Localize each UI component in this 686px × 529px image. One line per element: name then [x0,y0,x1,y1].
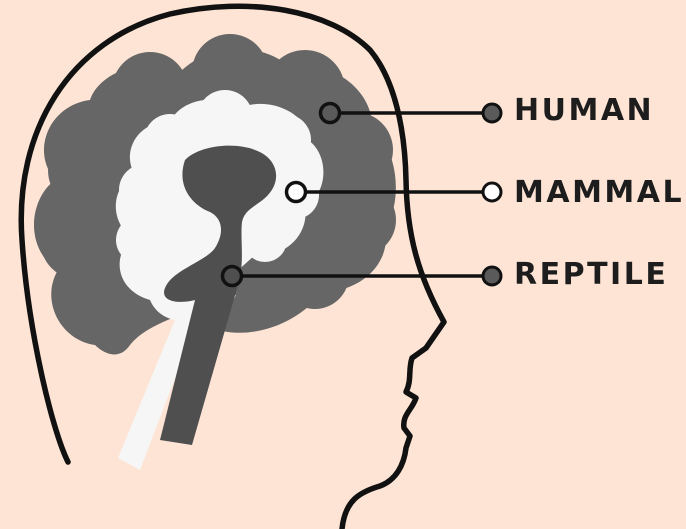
mammal-region-marker [287,183,306,202]
reptile-label: REPTILE [514,260,668,290]
human-region-marker [321,104,340,123]
mammal-label-marker [483,183,501,201]
reptile-region-marker [223,267,242,286]
human-label: HUMAN [514,96,654,126]
mammal-label: MAMMAL [514,178,684,208]
human-label-marker [483,104,501,122]
reptile-label-marker [483,267,501,285]
